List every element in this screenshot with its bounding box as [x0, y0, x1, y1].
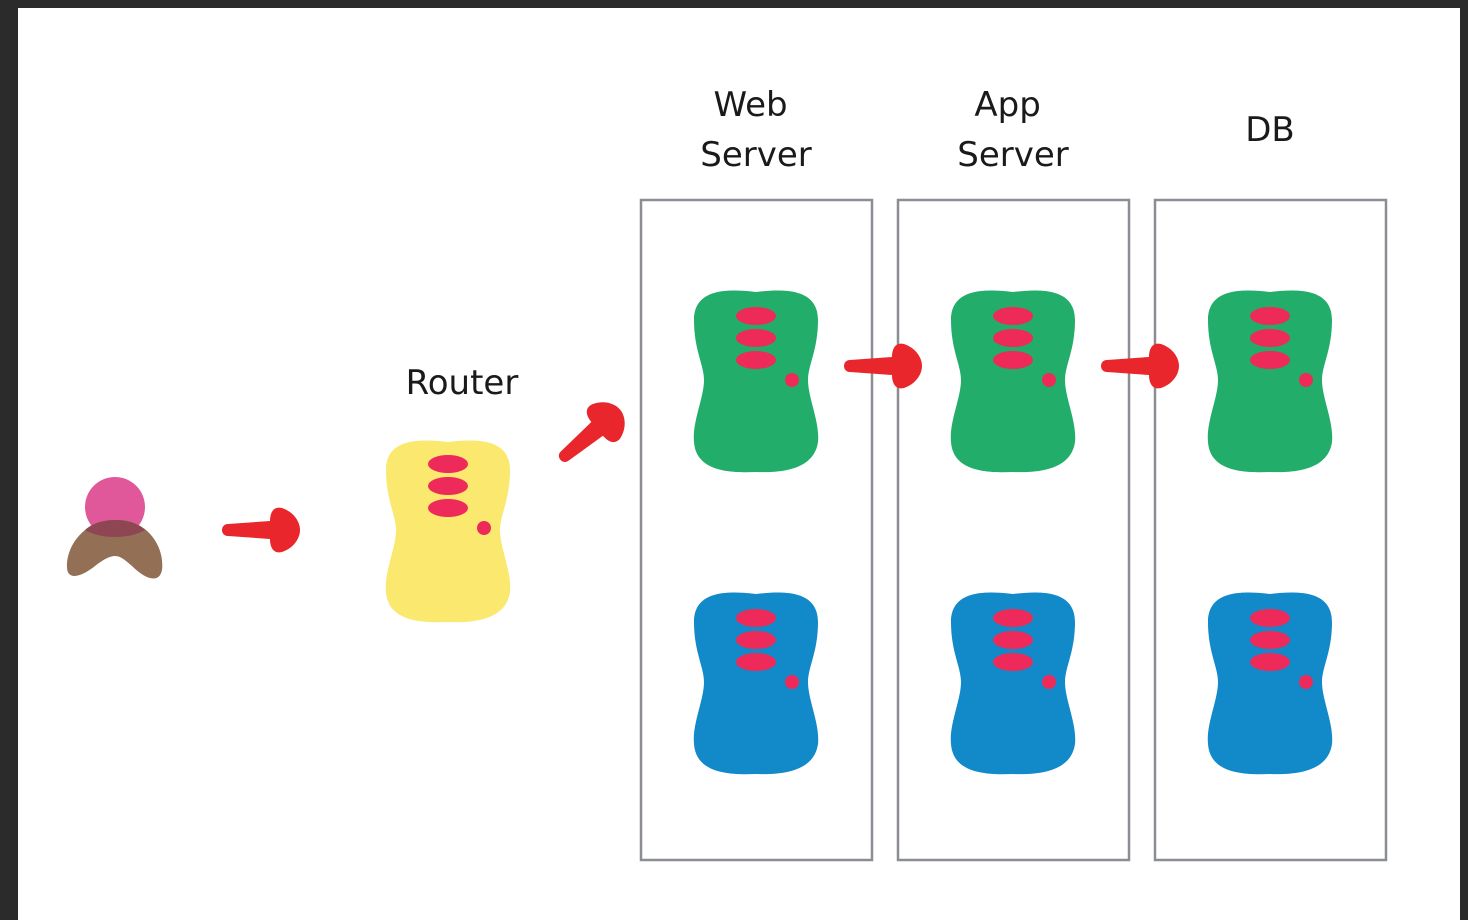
- app-server-bottom: [950, 592, 1076, 775]
- web-server-bottom: [693, 592, 819, 775]
- web-server-label-line-2: Server: [700, 135, 812, 175]
- web-server-column: [639, 198, 874, 862]
- db-column: [1153, 198, 1388, 862]
- web-server-label-line-1: Web: [714, 85, 788, 125]
- web-server-top: [693, 290, 819, 473]
- router-node: [385, 440, 511, 623]
- app-server-label-line-1: App: [974, 85, 1040, 125]
- db-server-top: [1207, 290, 1333, 473]
- app-server-top: [950, 290, 1076, 473]
- db-server-bottom: [1207, 592, 1333, 775]
- user-icon: [66, 477, 163, 579]
- app-server-column: [896, 198, 1131, 862]
- web-server-label: Web Server: [700, 85, 812, 175]
- app-server-label-line-2: Server: [957, 135, 1069, 175]
- app-server-label: App Server: [957, 85, 1069, 175]
- router-label: Router: [406, 363, 519, 403]
- user-overlap: [85, 520, 145, 537]
- user-body: [66, 519, 163, 579]
- db-label: DB: [1245, 110, 1295, 150]
